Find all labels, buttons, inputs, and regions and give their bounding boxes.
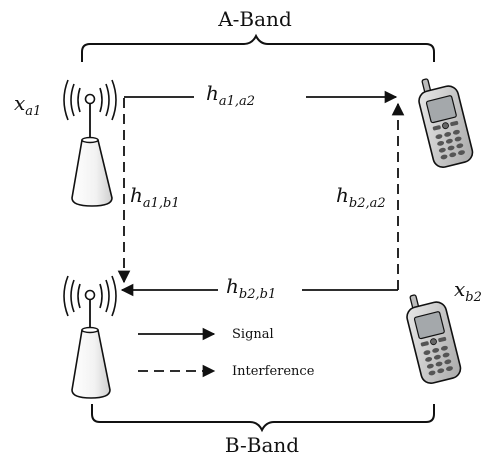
mobile-phone-a2-icon [418,78,474,169]
a-band-label: A-Band [217,7,292,31]
b-band-brace [91,404,435,433]
legend: Signal Interference [138,327,315,379]
tx-b2-label: xb2 [454,277,482,305]
link-label-h-b2-b1: hb2,b1 [226,274,276,302]
base-station-b1-icon [63,275,117,399]
mobile-phone-b2-icon [406,294,462,385]
a-band-brace [81,33,435,62]
b-band-label: B-Band [225,433,299,457]
tx-a1-label: xa1 [14,91,41,119]
link-label-h-b2-a2: hb2,a2 [336,183,386,211]
link-label-h-a1-b1: ha1,b1 [130,183,180,211]
legend-interference-label: Interference [232,364,315,379]
base-station-a1-icon [63,79,117,207]
link-label-h-a1-a2: ha1,a2 [206,81,255,109]
legend-signal-label: Signal [232,327,274,342]
